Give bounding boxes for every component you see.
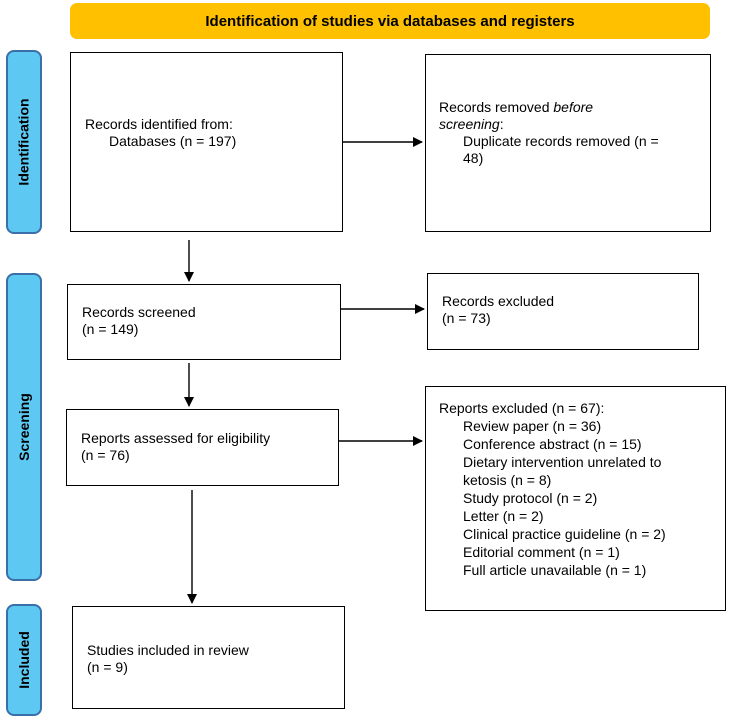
records-excluded-box: Records excluded (n = 73) [427, 273, 699, 350]
records-screened-box: Records screened (n = 149) [67, 284, 341, 360]
records-removed-box: Records removed before screening: Duplic… [425, 54, 711, 232]
reports-assessed-box: Reports assessed for eligibility (n = 76… [66, 409, 339, 486]
records-removed-heading-italic: before [553, 99, 594, 115]
diagram-title: Identification of studies via databases … [70, 3, 710, 39]
reports-excluded-item: Review paper (n = 36) [463, 418, 602, 434]
reports-excluded-item: Conference abstract (n = 15) [463, 436, 642, 452]
records-screened-heading: Records screened [82, 304, 196, 320]
studies-included-count: (n = 9) [87, 659, 128, 675]
stage-included: Included [6, 604, 42, 716]
reports-excluded-item: Clinical practice guideline (n = 2) [463, 526, 666, 542]
studies-included-heading: Studies included in review [87, 642, 249, 658]
records-identified-heading: Records identified from: [85, 116, 233, 132]
records-excluded-count: (n = 73) [442, 310, 491, 326]
records-screened-count: (n = 149) [82, 321, 139, 337]
reports-excluded-heading: Reports excluded (n = 67): [439, 400, 605, 416]
records-removed-heading-cont: screening: [439, 116, 710, 133]
records-removed-heading-cont-italic: screening [439, 116, 500, 132]
diagram-title-text: Identification of studies via databases … [205, 12, 575, 30]
records-removed-duplicates: Duplicate records removed (n = [463, 133, 659, 149]
records-removed-duplicates-count: 48) [463, 150, 484, 166]
records-identified-databases: Databases (n = 197) [109, 133, 237, 149]
reports-excluded-item: ketosis (n = 8) [463, 472, 552, 488]
reports-assessed-count: (n = 76) [81, 447, 130, 463]
reports-excluded-item: Full article unavailable (n = 1) [463, 562, 647, 578]
reports-excluded-item: Study protocol (n = 2) [463, 490, 598, 506]
records-removed-heading: Records removed before [439, 99, 710, 116]
studies-included-box: Studies included in review (n = 9) [72, 606, 345, 709]
reports-assessed-heading: Reports assessed for eligibility [81, 430, 271, 446]
reports-excluded-box: Reports excluded (n = 67): Review paper … [425, 386, 726, 611]
reports-excluded-item: Dietary intervention unrelated to [463, 454, 662, 470]
records-removed-heading-cont-text: : [499, 116, 504, 132]
records-removed-heading-text: Records removed [439, 99, 554, 115]
stage-identification: Identification [6, 50, 42, 234]
records-identified-box: Records identified from: Databases (n = … [70, 52, 343, 232]
records-excluded-heading: Records excluded [442, 293, 555, 309]
reports-excluded-item: Editorial comment (n = 1) [463, 544, 620, 560]
stage-screening: Screening [6, 273, 42, 581]
reports-excluded-item: Letter (n = 2) [463, 508, 544, 524]
